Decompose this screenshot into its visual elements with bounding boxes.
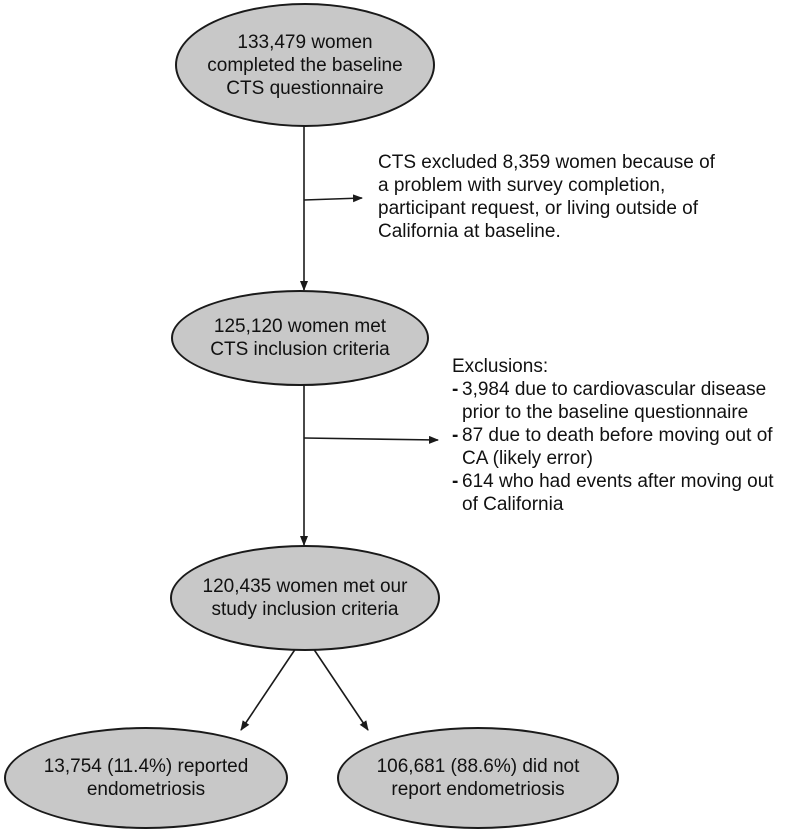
node-reported-label: 13,754 (11.4%) reported endometriosis <box>43 756 249 800</box>
connector-to-cts-exclusion <box>303 194 363 203</box>
node-baseline-questionnaire-label: 133,479 women completed the baseline CTS… <box>207 31 403 99</box>
exclusions-list: 3,984 due to cardiovascular disease prio… <box>452 378 797 516</box>
node-reported-endometriosis: 13,754 (11.4%) reported endometriosis <box>4 727 288 829</box>
node-study-inclusion-label: 120,435 women met our study inclusion cr… <box>202 576 408 620</box>
connector-study-to-not-reported <box>312 647 369 731</box>
node-cts-inclusion: 125,120 women met CTS inclusion criteria <box>171 290 429 386</box>
exclusions-note: Exclusions: 3,984 due to cardiovascular … <box>452 355 797 516</box>
exclusion-item: 87 due to death before moving out of CA … <box>452 424 797 470</box>
connector-to-exclusions <box>303 435 439 444</box>
exclusions-heading: Exclusions: <box>452 356 549 377</box>
node-baseline-questionnaire: 133,479 women completed the baseline CTS… <box>175 3 435 127</box>
connector-study-to-reported <box>240 647 297 731</box>
node-study-inclusion: 120,435 women met our study inclusion cr… <box>170 545 440 651</box>
cts-exclusion-note: CTS excluded 8,359 women because of a pr… <box>378 151 788 243</box>
node-cts-inclusion-label: 125,120 women met CTS inclusion criteria <box>210 316 390 360</box>
node-not-reported-label: 106,681 (88.6%) did not report endometri… <box>376 756 580 800</box>
exclusion-item: 614 who had events after moving out of C… <box>452 470 797 516</box>
cts-exclusion-text: CTS excluded 8,359 women because of a pr… <box>378 152 715 242</box>
exclusion-item: 3,984 due to cardiovascular disease prio… <box>452 378 797 424</box>
node-not-reported-endometriosis: 106,681 (88.6%) did not report endometri… <box>337 727 619 829</box>
